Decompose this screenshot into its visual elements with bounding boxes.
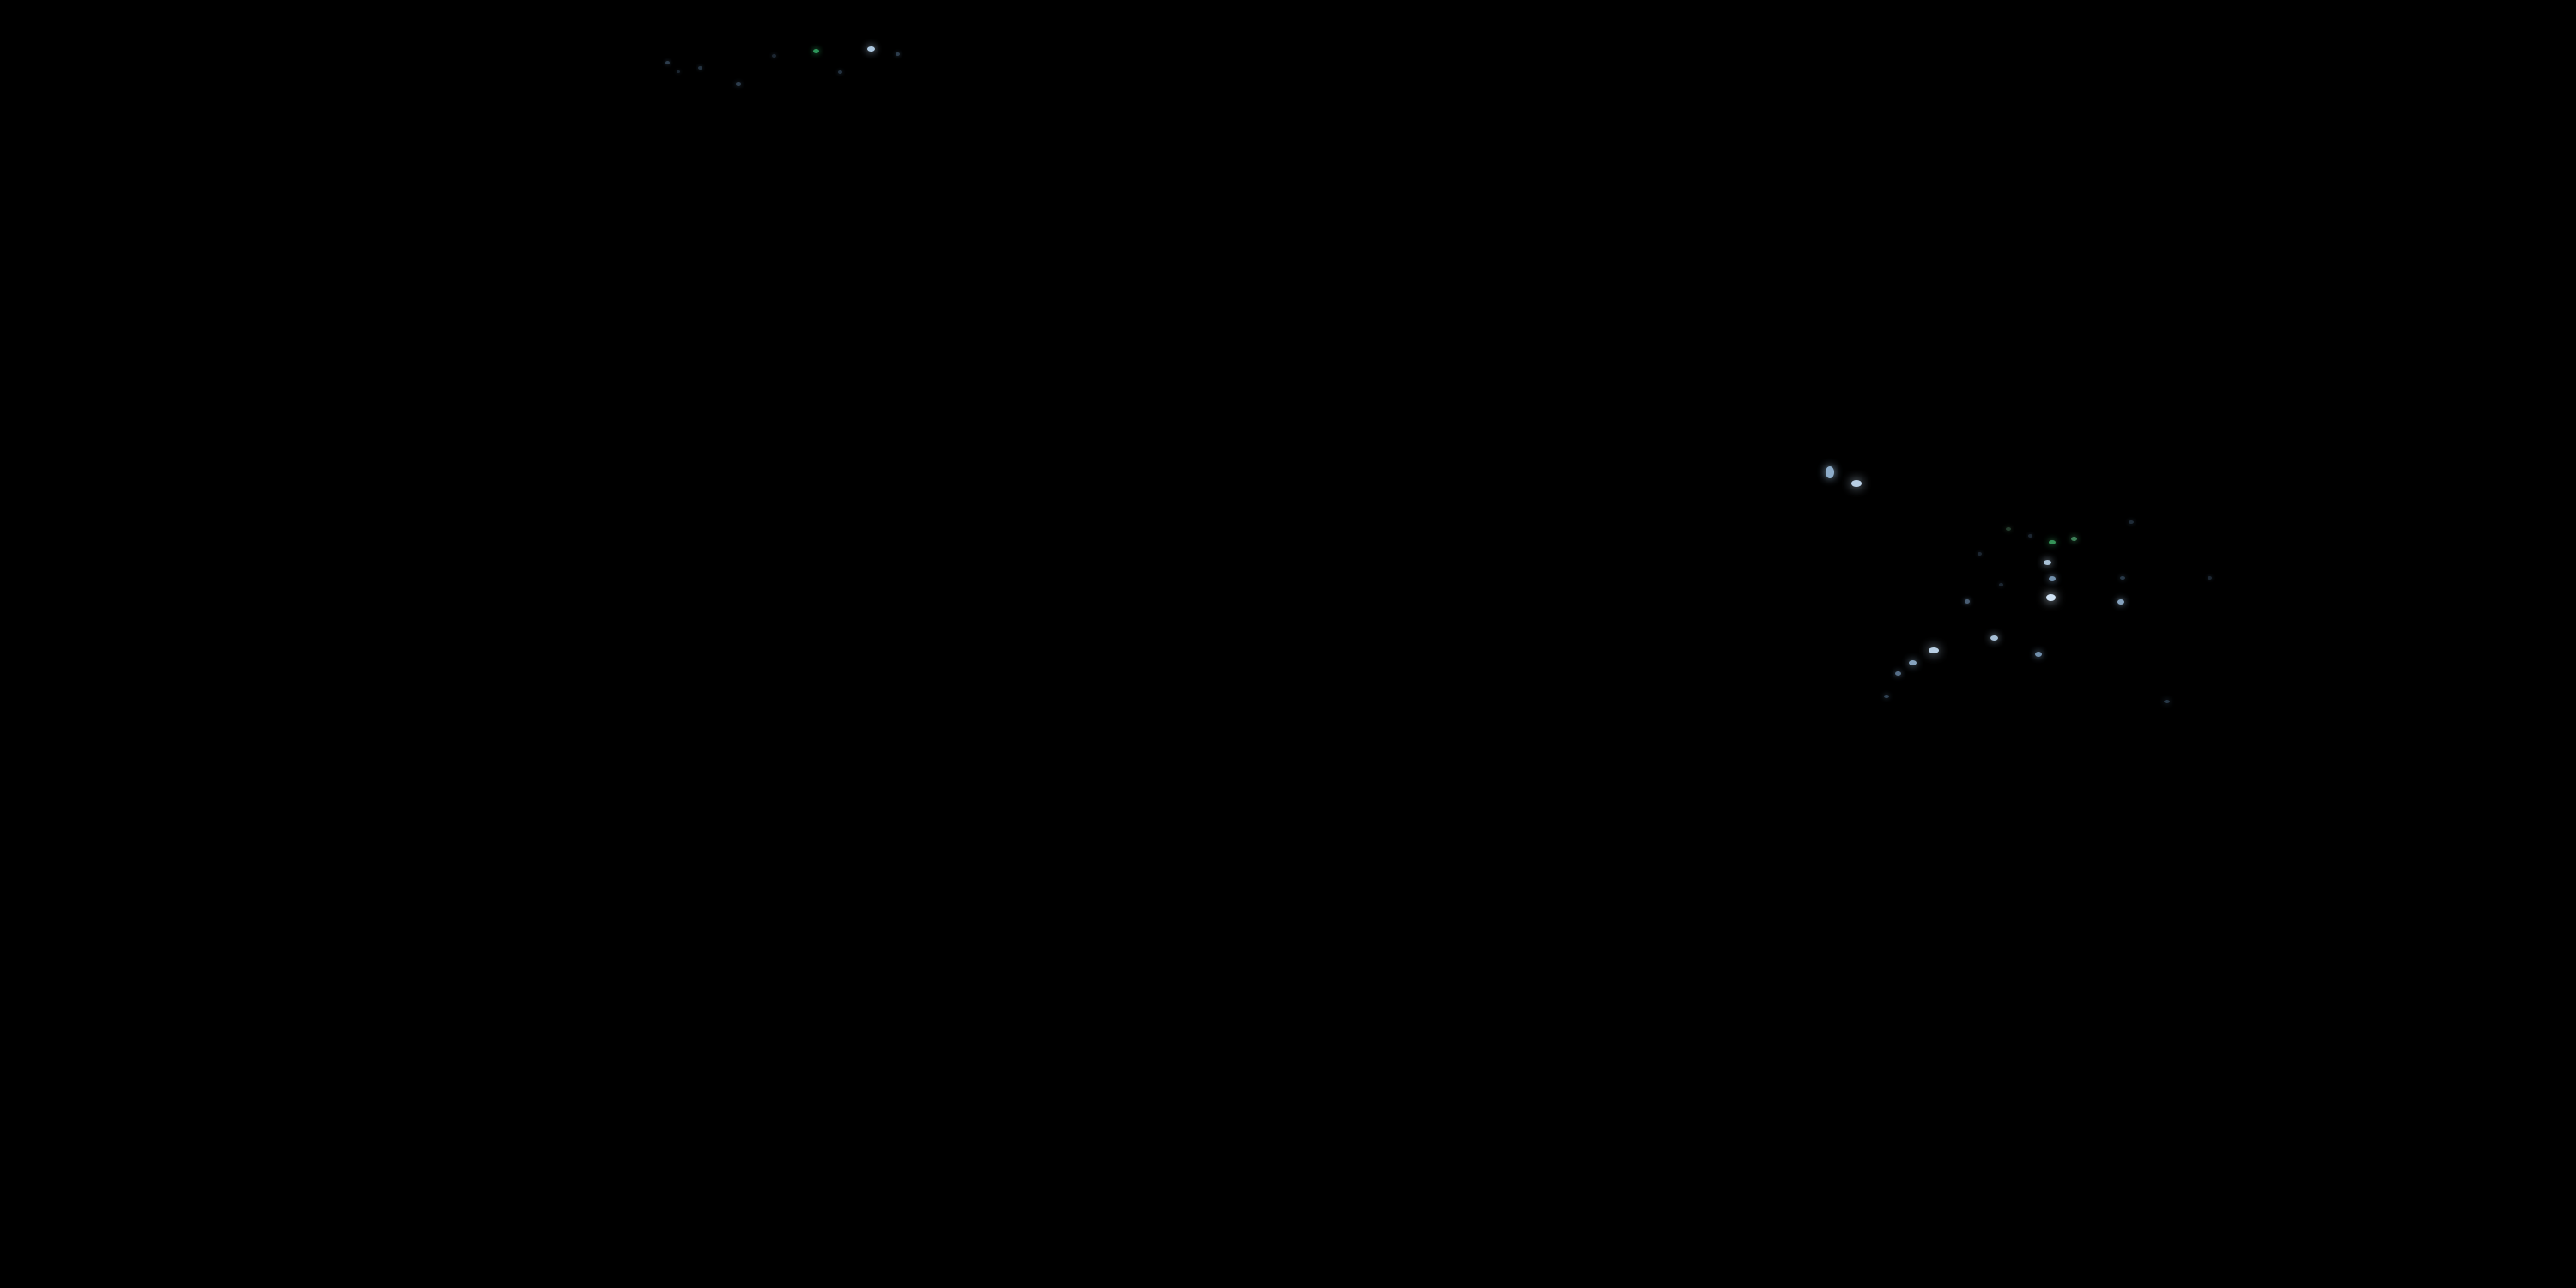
light-speck [1990,635,1998,641]
light-speck [2164,700,2170,703]
light-speck [2208,576,2212,580]
light-speck [2049,576,2056,581]
light-speck [2006,527,2011,531]
light-speck [838,70,842,74]
light-speck [677,70,680,73]
light-speck [867,46,875,52]
light-speck [1826,466,1834,478]
light-speck [2046,594,2056,601]
light-speck [736,82,741,86]
light-speck [2129,520,2134,524]
light-speck [665,61,670,64]
light-speck [1965,599,1970,604]
light-speck [698,66,702,70]
light-speck [2035,652,2042,657]
light-speck [896,52,900,56]
light-speck [813,49,819,53]
light-speck [1909,660,1917,665]
light-speck [2028,534,2032,538]
light-speck [2120,576,2125,580]
light-speck [1929,647,1939,653]
light-speck [1884,695,1889,698]
light-speck [772,54,776,58]
light-speck [1895,671,1901,676]
light-speck [2044,560,2051,565]
light-speck [2049,540,2056,544]
light-speck [1978,552,1982,556]
light-speck [2071,537,2077,541]
light-speck [2117,599,2124,605]
light-speck [1851,480,1862,487]
light-speck [1999,583,2003,586]
